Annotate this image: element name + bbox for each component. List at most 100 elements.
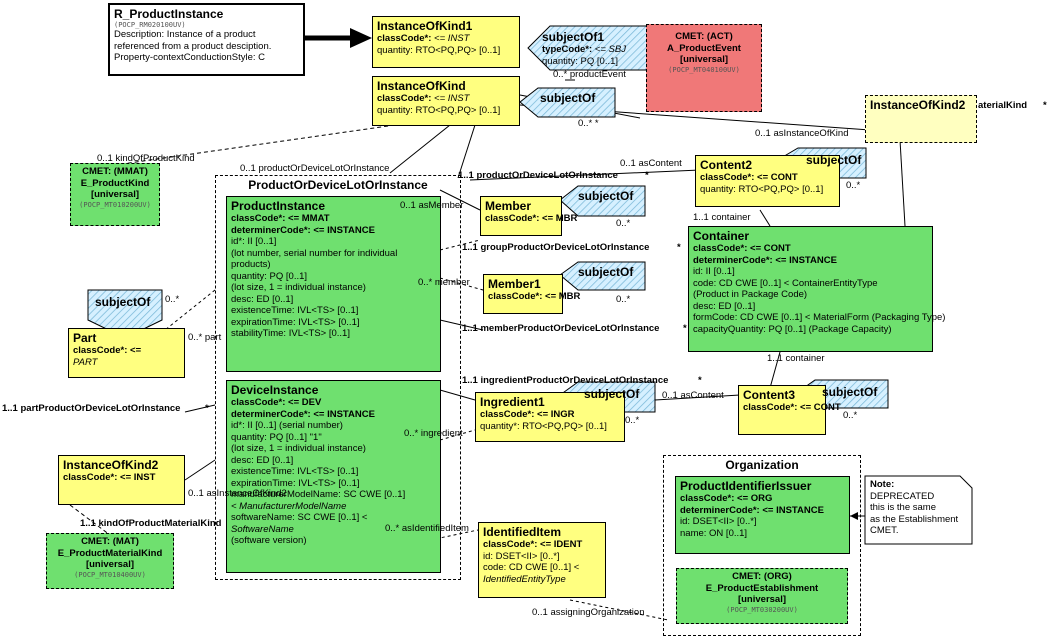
container-attr4: code: CD CWE [0..1] < ContainerEntityTyp… (693, 277, 878, 289)
container-attr6: desc: ED [0..1] (693, 300, 756, 312)
productMaterialKind-cmet: CMET: (MAT) E_ProductMaterialKind [unive… (46, 533, 174, 589)
instanceOfKind2-bottom-attr1: classCode*: <= INST (63, 472, 156, 483)
productIdentifierIssuer-attr2: determinerCode*: <= INSTANCE (680, 504, 824, 516)
productInstance-attr4: (lot number, serial number for individua… (231, 247, 398, 259)
member-attr1: classCode*: <= MBR (485, 213, 578, 224)
instanceOfKind-attr1: classCode*: (377, 93, 432, 104)
productKind-l2: E_ProductKind (80, 177, 150, 189)
instanceOfKind1-attr3: quantity: RTO<PQ,PQ> [0..1] (377, 44, 501, 56)
productIdentifierIssuer-title: ProductIdentifierIssuer (680, 479, 812, 493)
deviceInstance-attr1: classCode*: <= DEV (231, 397, 322, 408)
productInstance-attr5: products) (231, 259, 271, 270)
deviceInstance-attr12: SoftwareName (231, 523, 294, 535)
part-attr2: PART (73, 356, 98, 368)
label-productOrDeviceLotOrInstance01: 0..1 productOrDeviceLotOrInstance (240, 163, 390, 174)
productIdentifierIssuer-class: ProductIdentifierIssuer classCode*: <= O… (675, 476, 850, 554)
content3-attr1: classCode*: <= CONT (743, 402, 841, 413)
deviceInstance-attr9: manufacturerModelName: SC CWE [0..1] (231, 489, 406, 500)
subjectOf-label-1: subjectOf (540, 91, 596, 105)
ingredient1-class: Ingredient1 classCode*: <= INGR quantity… (475, 392, 625, 442)
label-groupProduct: 1..1 groupProductOrDeviceLotOrInstance (462, 242, 650, 253)
productInstance-attr1: classCode*: <= MMAT (231, 213, 330, 224)
establishment-l2: E_ProductEstablishment (705, 582, 819, 594)
content2-attr2: quantity: RTO<PQ,PQ> [0..1] (700, 183, 824, 195)
productInstance-attr2: determinerCode*: <= INSTANCE (231, 224, 375, 236)
header-box: R_ProductInstance (POCP_RM020100UV) Desc… (108, 3, 305, 76)
label-memberProduct-star: * (683, 323, 687, 334)
note-l1: Note: (870, 479, 895, 490)
productEvent-cmet: CMET: (ACT) A_ProductEvent [universal] (… (646, 24, 762, 112)
productIdentifierIssuer-attr3: id: DSET<II> [0..*] (680, 516, 757, 527)
productIdentifierIssuer-attr1: classCode*: <= ORG (680, 493, 773, 504)
deviceInstance-title: DeviceInstance (231, 383, 319, 397)
instanceOfKind-title: InstanceOfKind (377, 79, 466, 93)
identifiedItem-attr2: id: DSET<II> [0..*] (483, 550, 560, 562)
identifiedItem-attr4: IdentifiedEntityType (483, 573, 566, 585)
deviceInstance-attr10: < ManufacturerModelName (231, 500, 347, 512)
productInstance-title: ProductInstance (231, 199, 326, 213)
label-asContent01: 0..1 asContent (620, 158, 682, 169)
part-attr1: classCode*: <= (73, 345, 142, 356)
member-title: Member (485, 199, 532, 213)
productKind-cmet: CMET: (MMAT) E_ProductKind [universal] (… (70, 163, 160, 226)
container-attr7: formCode: CD CWE [0..1] < MaterialForm (… (693, 312, 946, 323)
label-asContent2: 0..1 asContent (662, 390, 724, 401)
label-member1-zeroN: 0..* (616, 294, 631, 305)
content3-class: Content3 classCode*: <= CONT (738, 385, 841, 435)
label-productOrDevice11-star: * (645, 170, 649, 181)
subjectOf-label-content3: subjectOf (822, 385, 878, 399)
note-l2: DEPRECATED (870, 490, 935, 502)
label-partProduct: 1..1 partProductOrDeviceLotOrInstance (2, 403, 181, 414)
productKind-l1: CMET: (MMAT) (82, 166, 148, 177)
productInstance-attr9: existenceTime: IVL<TS> [0..1] (231, 305, 359, 316)
note-box: Note: DEPRECATED this is the same as the… (866, 477, 971, 543)
deviceInstance-attr4: quantity: PQ [0..1] "1" (231, 431, 322, 443)
label-ingredientProduct-star: * (698, 375, 702, 386)
productInstance-attr10: expirationTime: IVL<TS> [0..1] (231, 316, 360, 328)
productInstance-attr7: (lot size, 1 = individual instance) (231, 282, 366, 293)
label-ingredient0n: 0..* ingredient (404, 428, 463, 439)
member-class: Member classCode*: <= MBR (480, 196, 578, 236)
deviceInstance-attr5: (lot size, 1 = individual instance) (231, 443, 366, 454)
label-member-zeroN: 0..* (616, 218, 631, 229)
label-asInstanceOfKind: 0..1 asInstanceOfKind (755, 128, 849, 139)
label-materialKind-star: * (1043, 100, 1047, 111)
identifiedItem-attr1: classCode*: <= IDENT (483, 539, 583, 550)
label-ingredient1-zeroN: 0..* (625, 415, 640, 426)
container-attr5: (Product in Package Code) (693, 289, 808, 300)
productEvent-l2: A_ProductEvent (667, 42, 741, 54)
establishment-l3: [universal] (737, 594, 787, 605)
productMaterialKind-l1: CMET: (MAT) (81, 536, 139, 547)
note-l4: as the Establishment (870, 513, 959, 525)
label-part-zeroN: 0..* (165, 294, 180, 305)
member1-title: Member1 (488, 277, 541, 291)
subjectOf-label-ingredient1: subjectOf (584, 387, 640, 401)
subjectOf-shape-1 (519, 87, 616, 118)
subjectOf-label-member1: subjectOf (578, 265, 634, 279)
instanceOfKind-attr3: quantity: RTO<PQ,PQ> [0..1] (377, 104, 501, 116)
header-title: R_ProductInstance (114, 7, 224, 21)
productInstance-attr8: desc: ED [0..1] (231, 293, 294, 305)
part-class: Part classCode*: <= PART (68, 328, 185, 378)
organization-title: Organization (725, 458, 799, 472)
instanceOfKind2-bottom-class: InstanceOfKind2 classCode*: <= INST (58, 455, 185, 505)
productInstance-attr11: stabilityTime: IVL<TS> [0..1] (231, 328, 350, 339)
container-attr2: determinerCode*: <= INSTANCE (693, 254, 837, 266)
deviceInstance-attr8: expirationTime: IVL<TS> [0..1] (231, 477, 360, 489)
deviceInstance-attr2: determinerCode*: <= INSTANCE (231, 408, 375, 420)
content2-class: Content2 classCode*: <= CONT quantity: R… (695, 155, 840, 207)
container-class: Container classCode*: <= CONT determiner… (688, 226, 946, 352)
instanceOfKind1-attr2: <= INST (431, 33, 470, 44)
productMaterialKind-l2: E_ProductMaterialKind (57, 547, 163, 559)
note-shape (864, 475, 973, 545)
productMaterialKind-l3: [universal] (85, 559, 135, 570)
label-kindOfProductMaterialKind: 1..1 kindOfProductMaterialKind (80, 518, 222, 529)
subjectOf1-text: subjectOf1 typeCode*: <= SBJ quantity: P… (538, 28, 646, 68)
ingredient1-attr1: classCode*: <= INGR (480, 409, 575, 420)
label-kindOfProductKind: 0..1 kindOfProductKind (97, 153, 195, 164)
instanceOfKind-class: InstanceOfKind classCode*: <= INST quant… (372, 76, 520, 126)
label-asIdentifiedItem: 0..* asIdentifiedItem (385, 523, 469, 534)
header-style: Property-contextConductionStyle: C (114, 52, 266, 63)
content2-title: Content2 (700, 158, 752, 172)
deviceInstance-attr3: id*: II [0..1] (serial number) (231, 420, 343, 431)
